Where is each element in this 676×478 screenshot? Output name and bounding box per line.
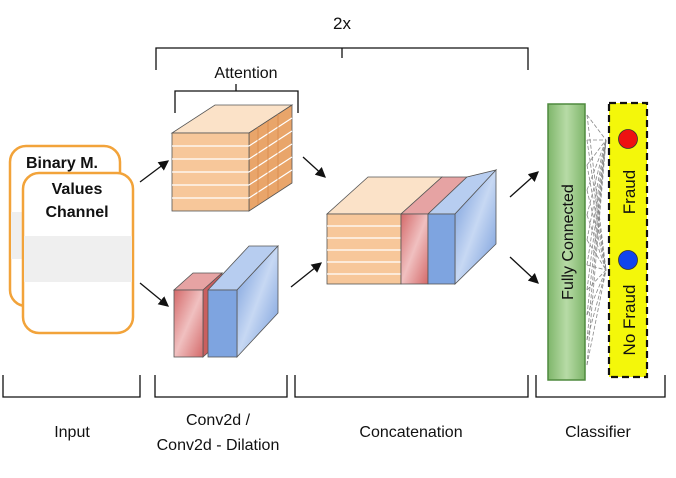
fraud-label: Fraud bbox=[620, 170, 639, 214]
conv-block bbox=[172, 244, 279, 359]
section-concatenation-label: Concatenation bbox=[359, 424, 462, 441]
attention-block bbox=[170, 104, 294, 212]
concatenation-block bbox=[325, 168, 498, 285]
arrow-input-to-conv bbox=[139, 282, 170, 307]
no-fraud-node-icon bbox=[618, 250, 638, 270]
section-conv-label-line1: Conv2d / bbox=[186, 412, 251, 429]
binary-matrix-label: Binary M. bbox=[26, 155, 98, 172]
arrow-input-to-attention bbox=[139, 160, 170, 183]
section-input-label: Input bbox=[54, 424, 90, 441]
no-fraud-label: No Fraud bbox=[620, 285, 639, 356]
arrow-concat-to-fc-bottom bbox=[509, 256, 539, 284]
fully-connected-label: Fully Connected bbox=[560, 184, 577, 300]
repeat-bracket bbox=[155, 47, 529, 70]
section-conv-label-line2: Conv2d - Dilation bbox=[157, 437, 280, 454]
dense-connections bbox=[586, 114, 607, 366]
values-label: Values bbox=[52, 181, 103, 198]
fully-connected-layer bbox=[547, 103, 586, 381]
fraud-node-icon bbox=[618, 129, 638, 149]
arrow-concat-to-fc-top bbox=[509, 171, 539, 198]
arrow-attention-to-concat bbox=[302, 156, 326, 178]
input-cards bbox=[8, 144, 135, 335]
channel-label: Channel bbox=[45, 204, 108, 221]
arrow-conv-to-concat bbox=[290, 262, 323, 288]
section-classifier-label: Classifier bbox=[565, 424, 631, 441]
values-channel-card-stripe bbox=[24, 236, 132, 282]
section-brackets bbox=[2, 375, 666, 398]
attention-bracket bbox=[174, 84, 299, 113]
attention-label: Attention bbox=[214, 65, 277, 82]
repeat-label: 2x bbox=[333, 14, 351, 33]
